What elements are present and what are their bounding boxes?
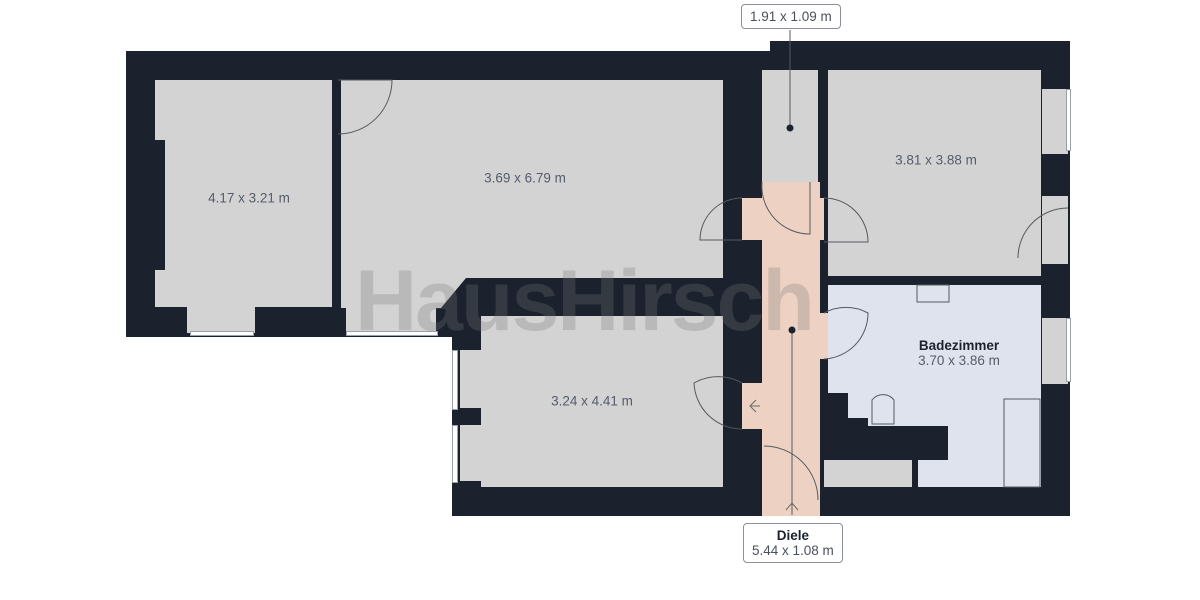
bathroom-recess-wall xyxy=(912,460,918,487)
window-south-2 xyxy=(452,425,458,483)
room-west-dimensions: 4.17 x 3.21 m xyxy=(208,190,290,206)
window-niche-bath xyxy=(1042,318,1068,384)
storage-pin-icon xyxy=(786,124,794,132)
room-west-label: 4.17 x 3.21 m xyxy=(208,191,290,206)
room-north-center-floor[interactable] xyxy=(341,80,723,278)
door-niche-ne xyxy=(1042,196,1068,264)
watermark: HausHirsch xyxy=(355,253,815,349)
bathroom-wall-block xyxy=(868,426,948,460)
bathroom-dimensions: 3.70 x 3.86 m xyxy=(918,353,1000,368)
room-north-center-dimensions: 3.69 x 6.79 m xyxy=(484,170,566,186)
room-west-floor[interactable] xyxy=(155,80,332,307)
window-niche-south-1 xyxy=(460,350,482,408)
hallway-bath-door xyxy=(818,313,828,359)
room-north-center-label: 3.69 x 6.79 m xyxy=(484,171,566,186)
room-north-center-window-niche xyxy=(346,307,436,333)
bathroom-name: Badezimmer xyxy=(918,338,1000,353)
hallway-name: Diele xyxy=(776,528,810,543)
room-south-center-label: 3.24 x 4.41 m xyxy=(551,394,633,409)
window-niche-ne xyxy=(1042,89,1068,154)
hallway-pin-icon xyxy=(788,326,796,334)
bathroom-recess xyxy=(824,460,912,487)
room-northeast-dimensions: 3.81 x 3.88 m xyxy=(895,152,977,168)
room-north-center-ext xyxy=(341,278,466,308)
room-south-center-dimensions: 3.24 x 4.41 m xyxy=(551,393,633,409)
storage-callout[interactable]: 1.91 x 1.09 m xyxy=(741,4,841,29)
room-west-notch xyxy=(155,140,165,270)
window-south-1 xyxy=(452,350,458,410)
room-south-center-floor[interactable] xyxy=(481,316,723,487)
window-niche-south-2 xyxy=(460,425,482,481)
window-west xyxy=(190,331,254,336)
room-northeast-label: 3.81 x 3.88 m xyxy=(895,153,977,168)
window-bath xyxy=(1066,318,1071,382)
storage-dimensions: 1.91 x 1.09 m xyxy=(750,9,832,24)
window-ne xyxy=(1066,89,1071,151)
window-north-center xyxy=(346,331,438,336)
hallway-dimensions: 5.44 x 1.08 m xyxy=(752,543,834,558)
room-west-window-niche xyxy=(187,307,255,333)
